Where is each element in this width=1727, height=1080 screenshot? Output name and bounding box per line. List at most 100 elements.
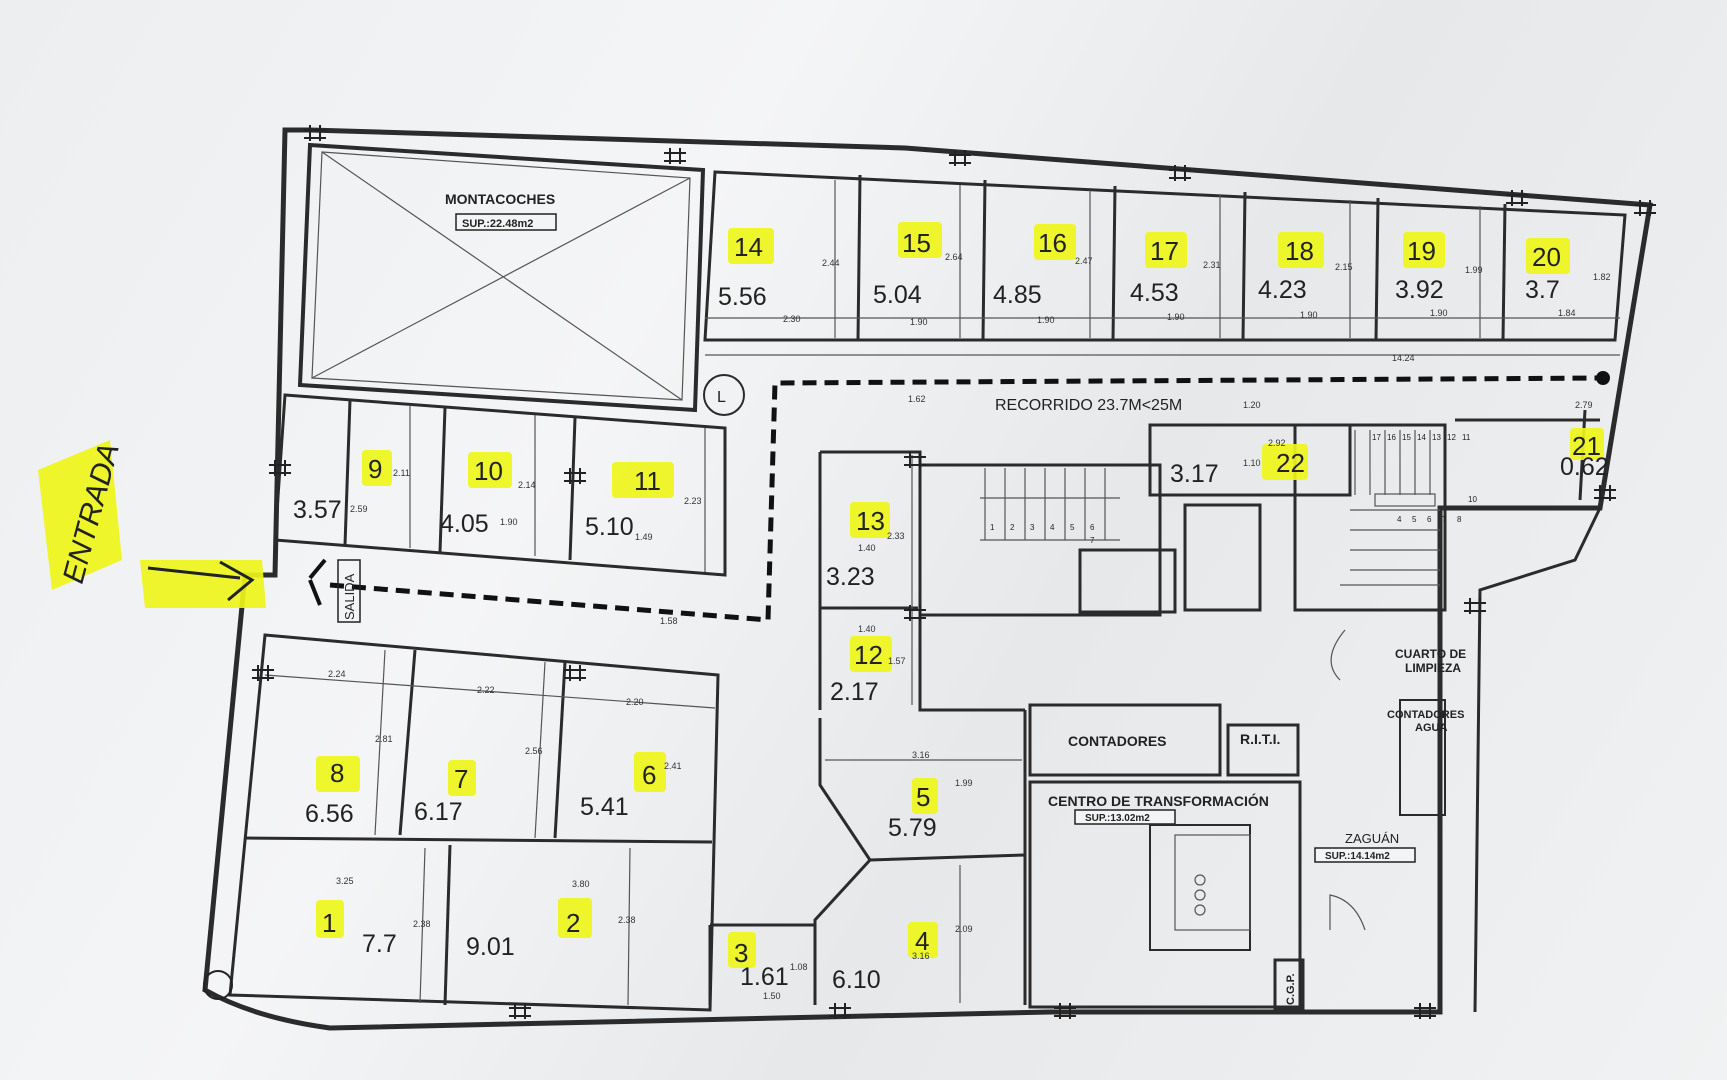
space-6-number: 6 [642, 760, 656, 790]
space-14-number: 14 [734, 232, 763, 262]
dim: 1.62 [908, 394, 926, 404]
dim: 3.16 [912, 951, 930, 961]
space-4-area: 6.10 [832, 966, 881, 994]
space-labels: 1 7.7 2 9.01 3 1.61 4 6.10 5 5.79 6 5.41… [293, 228, 1609, 994]
dim: 2.14 [518, 480, 536, 490]
dim: 2.92 [1268, 438, 1286, 448]
dim: 2.24 [328, 669, 346, 679]
space-12-area: 2.17 [830, 678, 879, 706]
space-7-number: 7 [454, 764, 468, 794]
dim: 1.99 [955, 778, 973, 788]
step-number: 15 [1402, 433, 1411, 442]
centro-label: CENTRO DE TRANSFORMACIÓN [1048, 792, 1269, 809]
dim: 2.81 [375, 734, 393, 744]
cgp-label: C.G.P. [1285, 973, 1297, 1005]
dim: 2.22 [477, 685, 495, 695]
space-17-number: 17 [1150, 236, 1179, 266]
entrada-mark [38, 440, 266, 608]
space-8-area: 6.56 [305, 800, 354, 828]
dim: 3.25 [336, 876, 354, 886]
space-3-number: 3 [734, 938, 748, 968]
step-number: 6 [1090, 523, 1095, 532]
dim: 2.09 [955, 924, 973, 934]
step-number: 3 [1030, 523, 1035, 532]
agua-label-1: CONTADORES [1387, 709, 1464, 721]
center-walls [708, 450, 1027, 1005]
service-rooms [1028, 629, 1446, 1012]
space-2-area: 9.01 [466, 933, 515, 961]
outer-walls [202, 127, 1653, 1031]
space-22-number: 22 [1276, 448, 1305, 478]
step-number: 17 [1372, 433, 1381, 442]
step-number: 4 [1050, 523, 1055, 532]
dim: 1.99 [1465, 265, 1483, 275]
dim: 2.20 [626, 697, 644, 707]
space-9-number: 9 [368, 454, 382, 484]
dim: 2.15 [1335, 262, 1353, 272]
step-number: 14 [1417, 433, 1426, 442]
space-20-number: 20 [1532, 242, 1561, 272]
salida-box [337, 559, 361, 623]
left-mid-walls [273, 393, 727, 577]
dim: 1.90 [500, 517, 518, 527]
dim: 1.57 [888, 656, 906, 666]
step-number: 1 [990, 523, 995, 532]
dim: 2.23 [684, 496, 702, 506]
dim: 2.30 [783, 314, 801, 324]
cuarto-label-2: LIMPIEZA [1405, 661, 1461, 675]
space-21-number: 21 [1572, 431, 1601, 461]
step-number: 16 [1387, 433, 1396, 442]
space-4-number: 4 [915, 926, 929, 956]
step-number: 6 [1427, 515, 1432, 524]
dim: 1.58 [660, 616, 678, 626]
step-number: 7 [1090, 536, 1095, 545]
space-13-area: 3.23 [826, 563, 875, 591]
space-17-area: 4.53 [1130, 279, 1179, 307]
space-1-area: 7.7 [362, 930, 397, 958]
dim: 1.90 [1167, 312, 1185, 322]
space-18-number: 18 [1285, 236, 1314, 266]
dim: 2.31 [1203, 260, 1221, 270]
step-number: 12 [1447, 433, 1456, 442]
dim: 2.64 [945, 252, 963, 262]
dim: 1.49 [635, 532, 653, 542]
step-number: 11 [1462, 433, 1471, 442]
space-16-number: 16 [1038, 228, 1067, 258]
evacuation-route [308, 371, 1610, 623]
space-10-number: 10 [474, 456, 503, 486]
step-number: 5 [1412, 515, 1417, 524]
space-15-area: 5.04 [873, 281, 922, 309]
dim: 1.90 [910, 317, 928, 327]
dim: 3.80 [572, 879, 590, 889]
dim: 1.40 [858, 624, 876, 634]
dim: 2.38 [618, 915, 636, 925]
space-18-area: 4.23 [1258, 276, 1307, 304]
dim: 1.82 [1593, 272, 1611, 282]
dim: 2.33 [887, 531, 905, 541]
dim: 2.59 [350, 504, 368, 514]
contadores-label: CONTADORES [1068, 733, 1167, 749]
dim: 1.50 [763, 991, 781, 1001]
step-number: 8 [1457, 515, 1462, 524]
step-number: 5 [1070, 523, 1075, 532]
space-11-number: 11 [634, 466, 661, 496]
riti-label: R.I.T.I. [1240, 731, 1280, 747]
cuarto-label-1: CUARTO DE [1395, 647, 1466, 661]
dim: 2.11 [393, 468, 410, 478]
dim: 1.40 [858, 543, 876, 553]
centro-sup: SUP.:13.02m2 [1085, 813, 1150, 824]
lift-symbol [703, 374, 745, 416]
space-5-area: 5.79 [888, 814, 937, 842]
montacoches-label: MONTACOCHES [445, 191, 555, 207]
montacoches-sup: SUP.:22.48m2 [462, 218, 533, 230]
stair-step-numbers: 17 16 15 14 13 12 11 4 5 6 7 8 10 1 2 3 … [990, 433, 1477, 545]
space-13-number: 13 [856, 506, 885, 536]
dim: 1.90 [1037, 315, 1055, 325]
dim: 2.56 [525, 746, 543, 756]
space-12-number: 12 [854, 640, 883, 670]
dim: 2.38 [413, 919, 431, 929]
dim: 3.16 [912, 750, 930, 760]
space-3-area: 1.61 [740, 963, 789, 991]
top-row-walls [703, 170, 1627, 356]
